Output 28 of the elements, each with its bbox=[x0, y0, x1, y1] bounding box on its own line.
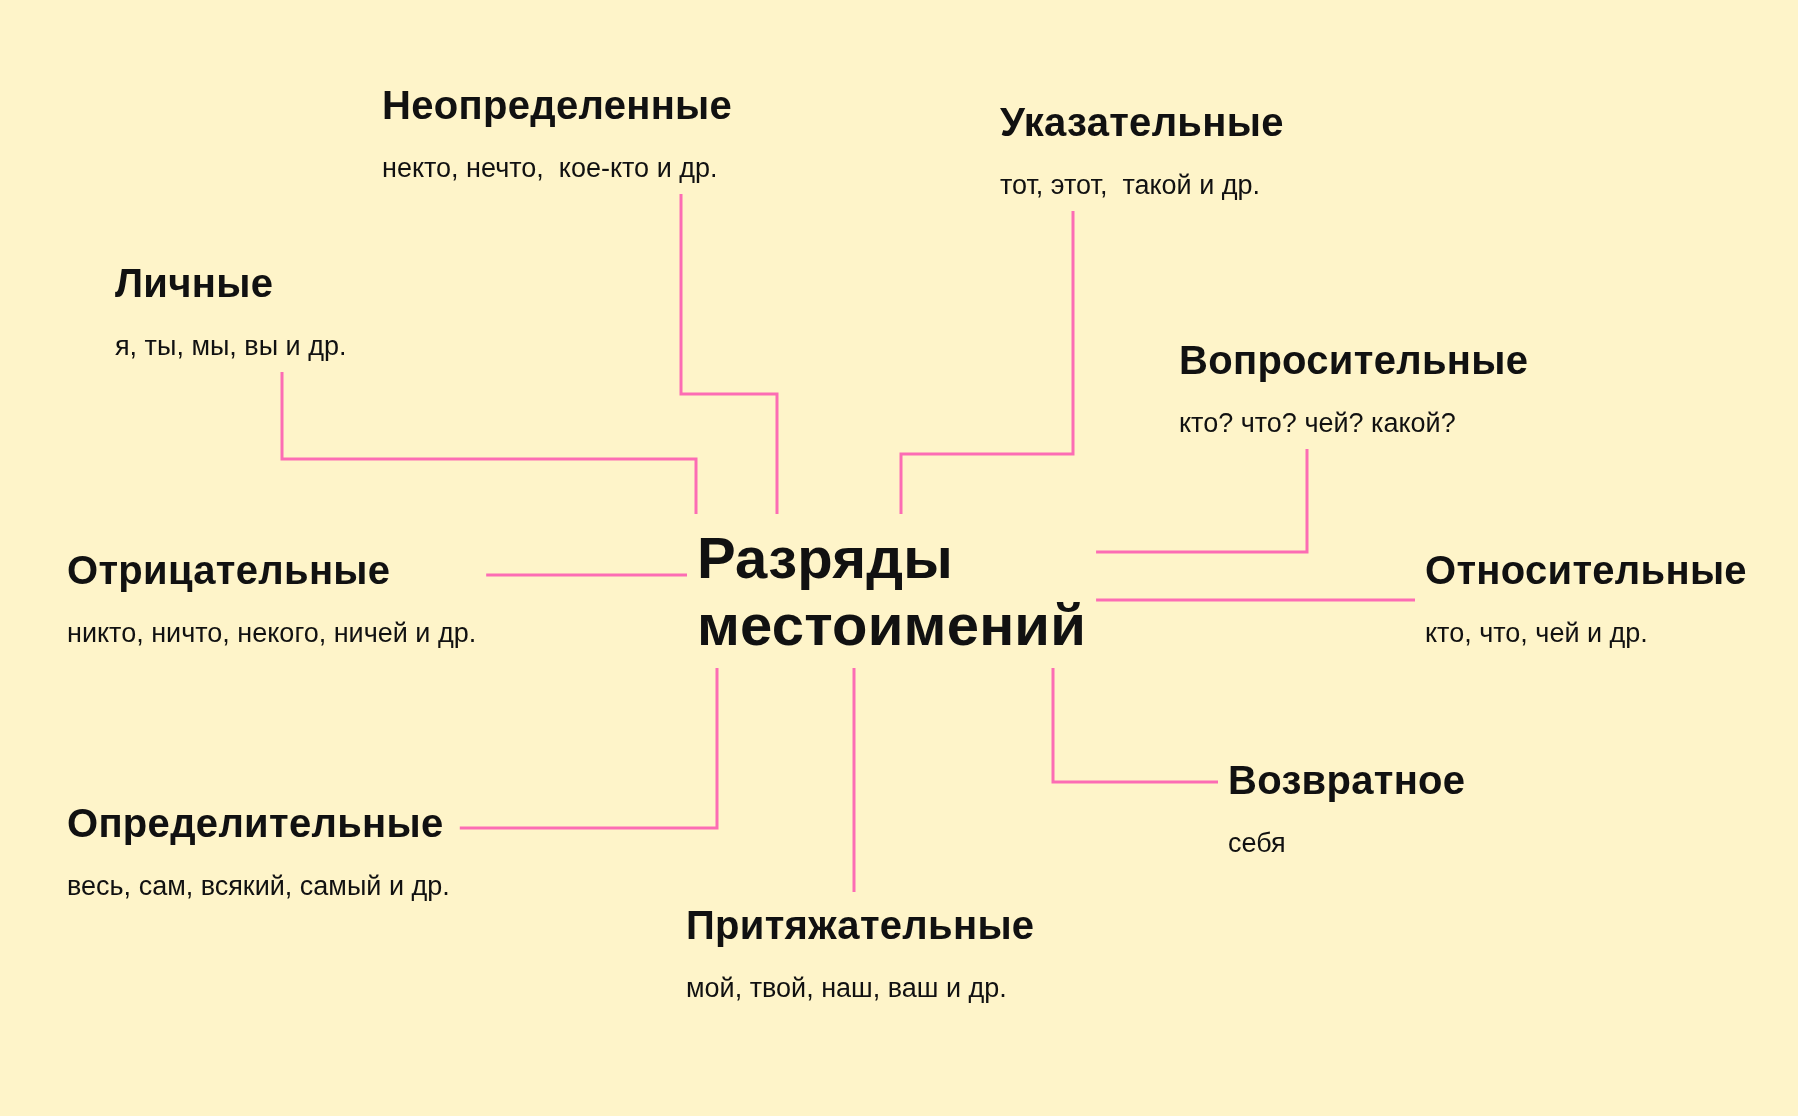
examples-text: тот, этот, такой и др. bbox=[1000, 169, 1261, 201]
connector-line bbox=[486, 573, 687, 577]
connector-line bbox=[1051, 668, 1218, 784]
connector-line bbox=[679, 194, 779, 514]
examples-text: себя bbox=[1228, 827, 1286, 859]
connector-line bbox=[852, 668, 856, 892]
category-heading: Определительные bbox=[67, 800, 444, 846]
category-heading: Указательные bbox=[1000, 99, 1284, 145]
connector-line bbox=[899, 211, 1075, 514]
connector-line bbox=[280, 372, 698, 514]
examples-text: некто, нечто, кое-кто и др. bbox=[382, 152, 718, 184]
examples-text: кто? что? чей? какой? bbox=[1179, 407, 1456, 439]
category-heading: Возвратное bbox=[1228, 757, 1466, 803]
connector-line bbox=[1096, 449, 1309, 554]
examples-text: никто, ничто, некого, ничей и др. bbox=[67, 617, 477, 649]
examples-text: кто, что, чей и др. bbox=[1425, 617, 1648, 649]
central-heading: Разряды местоимений bbox=[697, 524, 1087, 658]
connector-line bbox=[459, 668, 719, 830]
category-heading: Неопределенные bbox=[382, 82, 733, 128]
category-heading: Притяжательные bbox=[686, 902, 1035, 948]
examples-text: мой, твой, наш, ваш и др. bbox=[686, 972, 1007, 1004]
connector-line bbox=[1096, 598, 1415, 602]
category-heading: Отрицательные bbox=[67, 547, 391, 593]
examples-text: я, ты, мы, вы и др. bbox=[115, 330, 347, 362]
category-heading: Вопросительные bbox=[1179, 337, 1529, 383]
category-heading: Относительные bbox=[1425, 547, 1747, 593]
examples-text: весь, сам, всякий, самый и др. bbox=[67, 870, 450, 902]
category-heading: Личные bbox=[115, 260, 274, 306]
